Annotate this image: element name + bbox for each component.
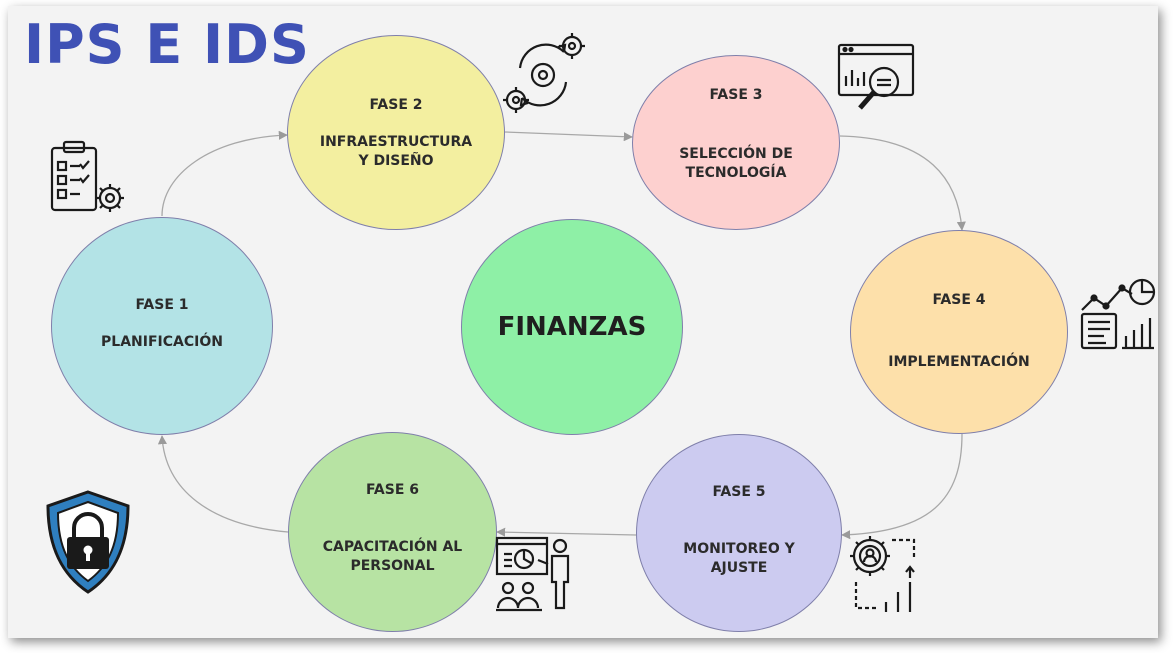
arrow-fase6-to-fase1 (157, 435, 289, 533)
phase-2-circle: FASE 2 INFRAESTRUCTURA Y DISEÑO (287, 35, 505, 230)
training-presentation-icon (495, 536, 570, 612)
checklist-gear-icon (50, 140, 124, 212)
monitor-search-icon (837, 43, 915, 110)
diagram-title: IPS E IDS (24, 13, 310, 76)
phase-3-name: SELECCIÓN DE TECNOLOGÍA (679, 145, 793, 181)
phase-6-name: CAPACITACIÓN AL PERSONAL (322, 538, 463, 574)
arrow-fase1-to-fase2 (161, 130, 288, 217)
analytics-report-icon (1080, 278, 1156, 350)
arrow-fase2-to-fase3 (504, 131, 633, 142)
phase-5-number: FASE 5 (712, 484, 766, 500)
phase-5-circle: FASE 5 MONITOREO Y AJUSTE (636, 434, 842, 632)
center-circle: FINANZAS (461, 219, 683, 435)
phase-4-number: FASE 4 (932, 292, 986, 308)
shield-lock-icon (46, 490, 130, 594)
phase-4-circle: FASE 4 IMPLEMENTACIÓN (850, 230, 1068, 434)
phase-1-number: FASE 1 (135, 297, 189, 313)
arrow-fase4-to-fase5 (841, 433, 963, 540)
phase-1-circle: FASE 1 PLANIFICACIÓN (51, 217, 273, 435)
phase-6-circle: FASE 6 CAPACITACIÓN AL PERSONAL (288, 432, 497, 632)
phase-5-name: MONITOREO Y AJUSTE (683, 540, 795, 576)
gears-icon (503, 33, 585, 113)
phase-3-number: FASE 3 (709, 87, 763, 103)
center-label: FINANZAS (497, 312, 647, 342)
arrow-fase5-to-fase6 (496, 527, 637, 537)
arrow-fase3-to-fase4 (839, 135, 966, 231)
phase-3-circle: FASE 3 SELECCIÓN DE TECNOLOGÍA (632, 55, 840, 230)
phase-6-number: FASE 6 (365, 482, 420, 498)
monitoring-chart-icon (850, 536, 916, 612)
phase-4-name: IMPLEMENTACIÓN (888, 353, 1030, 370)
phase-1-name: PLANIFICACIÓN (101, 333, 223, 350)
phase-2-number: FASE 2 (369, 97, 423, 113)
phase-2-name: INFRAESTRUCTURA Y DISEÑO (319, 133, 473, 169)
